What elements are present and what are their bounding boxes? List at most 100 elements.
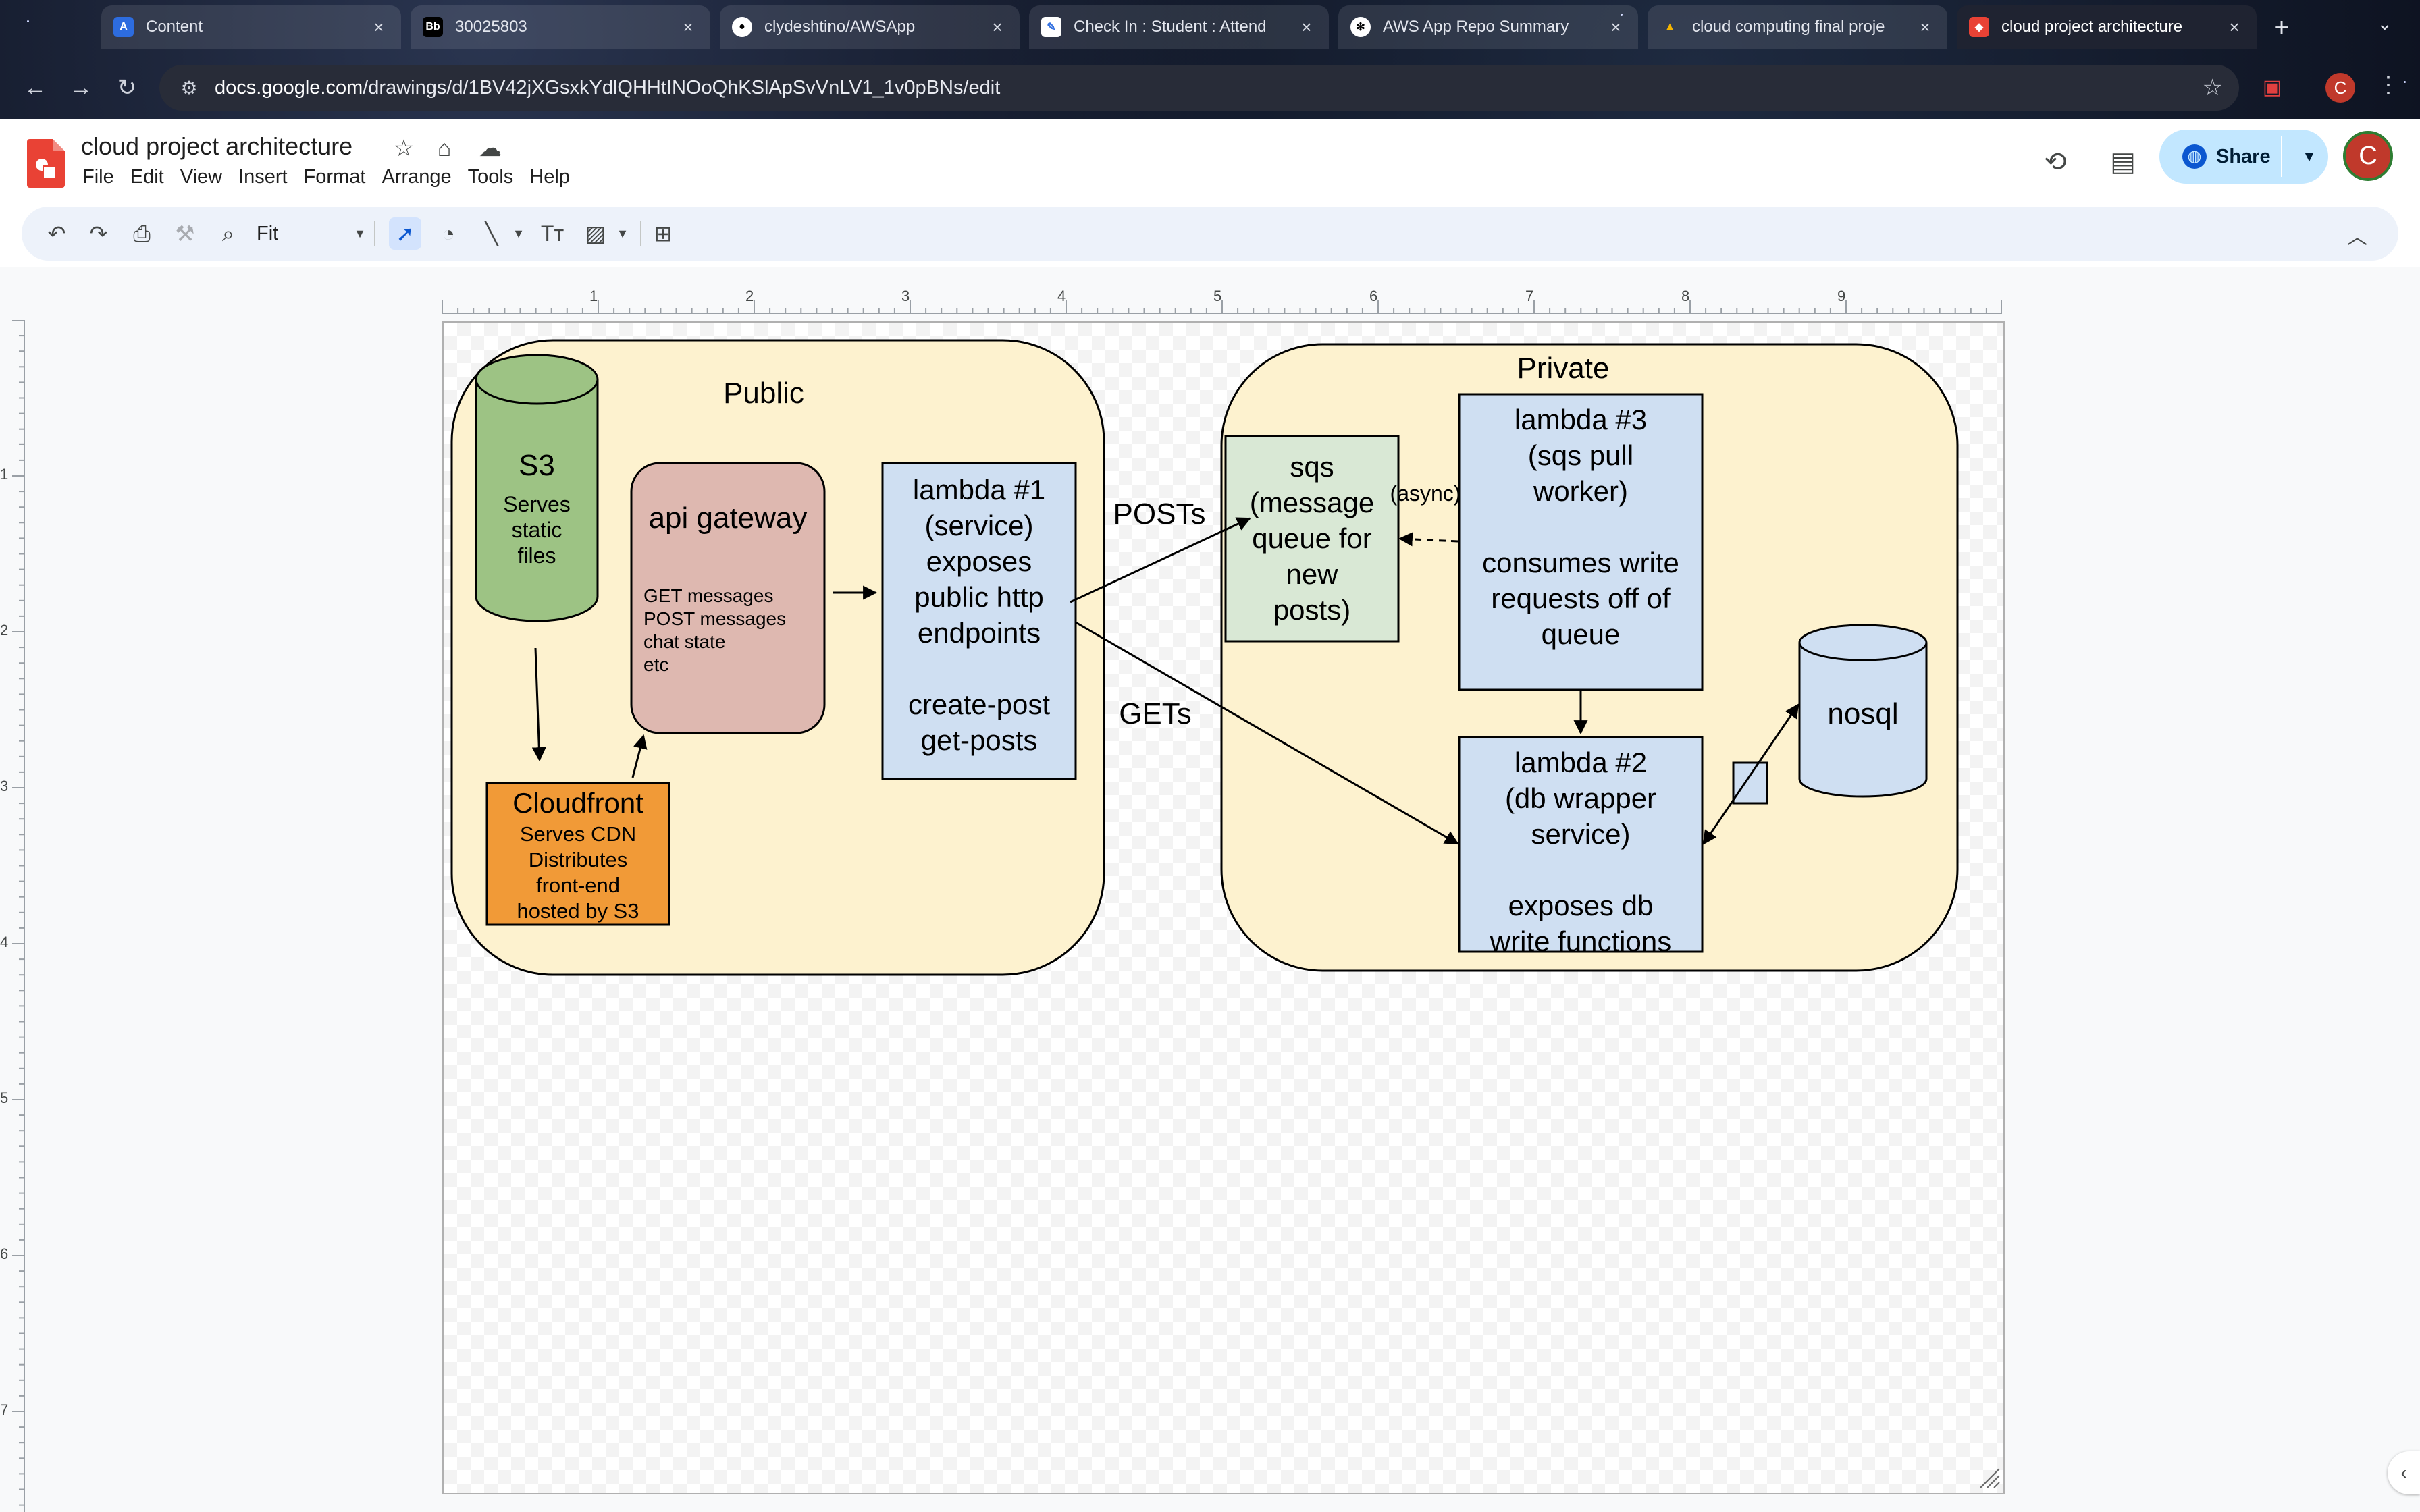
paint-format-icon[interactable]: ⚒ bbox=[175, 221, 195, 246]
shape-tool-icon[interactable]: ◔ bbox=[442, 221, 455, 246]
new-tab-button[interactable]: + bbox=[2273, 13, 2290, 43]
address-bar[interactable]: ⚙ docs.google.com/drawings/d/1BV42jXGsxk… bbox=[159, 65, 2239, 111]
s3-to-cloudfront-arrow[interactable] bbox=[531, 647, 546, 762]
google-drawings-logo[interactable] bbox=[27, 139, 65, 188]
browser-menu-icon[interactable]: ⋮ bbox=[2377, 72, 2400, 98]
add-comment-icon[interactable]: ⊞ bbox=[654, 221, 673, 246]
image-dropdown-icon[interactable]: ▼ bbox=[616, 227, 629, 240]
side-panel-toggle-icon[interactable]: ‹ bbox=[2388, 1451, 2420, 1494]
lambda1-to-sqs-arrow[interactable] bbox=[1070, 517, 1251, 603]
close-icon[interactable]: × bbox=[683, 16, 693, 37]
lambda2-nosql-arrow[interactable] bbox=[1702, 703, 1799, 845]
cloud-saved-icon[interactable]: ☁ bbox=[479, 136, 502, 161]
api-gateway-node[interactable]: api gateway GET messages POST messages c… bbox=[630, 462, 826, 734]
app-logo-icon: A bbox=[113, 17, 134, 37]
forward-icon[interactable]: → bbox=[70, 75, 93, 101]
share-dropdown-icon[interactable]: ▼ bbox=[2302, 148, 2317, 165]
text-box-icon[interactable]: Tт bbox=[540, 221, 564, 246]
blackboard-icon: Bb bbox=[423, 17, 443, 37]
s3-node[interactable]: S3 Serves static files bbox=[475, 354, 599, 622]
back-icon[interactable]: ← bbox=[24, 75, 47, 101]
menu-file[interactable]: File bbox=[82, 166, 114, 188]
zoom-select[interactable]: Fit▼ bbox=[257, 217, 371, 250]
print-icon[interactable]: ⎙ bbox=[133, 221, 151, 246]
line-dropdown-icon[interactable]: ▼ bbox=[512, 227, 525, 240]
zoom-icon[interactable]: ⌕ bbox=[222, 221, 234, 246]
nosql-node[interactable]: nosql bbox=[1798, 624, 1928, 798]
private-label: Private bbox=[1517, 352, 1610, 385]
menu-view[interactable]: View bbox=[180, 166, 223, 188]
tab-cloud-architecture[interactable]: ◆ cloud project architecture × bbox=[1957, 5, 2257, 49]
google-drive-icon: ▲ bbox=[1664, 21, 1675, 32]
globe-icon: ◍ bbox=[2182, 144, 2207, 169]
tab-blackboard[interactable]: Bb 30025803 × bbox=[411, 5, 710, 49]
cloudfront-node[interactable]: Cloudfront Serves CDN Distributes front-… bbox=[485, 782, 670, 926]
undo-icon[interactable]: ↶ bbox=[47, 221, 66, 246]
lambda3-line: queue bbox=[1542, 618, 1621, 650]
redo-icon[interactable]: ↷ bbox=[89, 221, 108, 246]
vertical-ruler[interactable]: 1 2 3 4 5 6 7 bbox=[0, 320, 27, 1512]
version-history-icon[interactable]: ⟲ bbox=[2044, 147, 2067, 177]
lambda1-line: get-posts bbox=[921, 724, 1038, 756]
nosql-title: nosql bbox=[1827, 697, 1898, 730]
ruler-number: 3 bbox=[0, 778, 9, 794]
document-title[interactable]: cloud project architecture bbox=[81, 132, 353, 160]
tab-check-in[interactable]: ✎ Check In : Student : Attend × bbox=[1029, 5, 1329, 49]
comments-icon[interactable]: ▤ bbox=[2110, 147, 2136, 177]
tab-search-icon[interactable]: ⌄ bbox=[2377, 13, 2393, 34]
image-icon[interactable]: ▨ bbox=[585, 221, 606, 246]
lambda2-line: service) bbox=[1531, 818, 1630, 850]
share-button[interactable]: ◍ Share ▼ bbox=[2159, 130, 2328, 184]
ruler-number: 6 bbox=[0, 1245, 9, 1262]
ruler-number: 4 bbox=[1057, 288, 1066, 304]
menu-help[interactable]: Help bbox=[529, 166, 570, 188]
close-icon[interactable]: × bbox=[992, 16, 1003, 37]
close-icon[interactable]: × bbox=[1301, 16, 1312, 37]
attendance-icon: ✎ bbox=[1041, 17, 1061, 37]
tab-drive[interactable]: ▲ cloud computing final proje × bbox=[1648, 5, 1947, 49]
menu-tools[interactable]: Tools bbox=[467, 166, 514, 188]
lambda3-line: consumes write bbox=[1482, 547, 1679, 578]
star-icon[interactable]: ☆ bbox=[393, 136, 415, 161]
lambda1-line: exposes bbox=[926, 545, 1032, 577]
collapse-toolbar-icon[interactable]: ︿ bbox=[2347, 226, 2367, 248]
cloudfront-to-api-arrow[interactable] bbox=[631, 734, 648, 778]
connector-square[interactable] bbox=[1732, 761, 1768, 805]
select-tool-icon[interactable]: ➚ bbox=[389, 217, 421, 250]
architecture-diagram[interactable]: Public Private S3 Serves static files Cl… bbox=[442, 321, 2002, 1492]
tab-content[interactable]: A Content × bbox=[101, 5, 401, 49]
move-to-folder-icon[interactable]: ⌂ bbox=[437, 136, 452, 161]
tab-aws-summary[interactable]: ✻ AWS App Repo Summary × bbox=[1338, 5, 1638, 49]
lambda1-to-lambda2-arrow[interactable] bbox=[1075, 621, 1459, 845]
menu-edit[interactable]: Edit bbox=[130, 166, 164, 188]
lambda3-node[interactable]: lambda #3 (sqs pull worker) consumes wri… bbox=[1458, 393, 1704, 691]
sqs-node[interactable]: sqs (message queue for new posts) bbox=[1224, 435, 1400, 643]
close-icon[interactable]: × bbox=[1920, 16, 1930, 37]
chevron-down-icon: ▼ bbox=[354, 227, 366, 240]
browser-profile-avatar[interactable]: C bbox=[2325, 73, 2355, 103]
close-icon[interactable]: × bbox=[1610, 16, 1621, 37]
tab-github[interactable]: ● clydeshtino/AWSApp × bbox=[720, 5, 1020, 49]
url-text[interactable]: docs.google.com/drawings/d/1BV42jXGsxkYd… bbox=[215, 76, 1001, 99]
bookmark-star-icon[interactable]: ☆ bbox=[2202, 75, 2223, 101]
api-gateway-line: chat state bbox=[643, 631, 725, 652]
horizontal-ruler[interactable]: 1 2 3 4 5 6 7 8 9 bbox=[442, 288, 2002, 315]
cloudfront-line: hosted by S3 bbox=[517, 899, 639, 923]
close-icon[interactable]: × bbox=[2229, 16, 2240, 37]
menu-insert[interactable]: Insert bbox=[238, 166, 288, 188]
browser-chrome: A Content × Bb 30025803 × ● clydeshtino/… bbox=[0, 0, 2420, 119]
account-avatar[interactable]: C bbox=[2343, 131, 2393, 181]
reload-icon[interactable]: ↻ bbox=[117, 75, 137, 101]
lambda2-node[interactable]: lambda #2 (db wrapper service) exposes d… bbox=[1458, 736, 1704, 957]
site-info-icon[interactable]: ⚙ bbox=[180, 77, 198, 99]
menu-format[interactable]: Format bbox=[303, 166, 366, 188]
close-icon[interactable]: × bbox=[373, 16, 384, 37]
resize-handle-icon[interactable] bbox=[1980, 1468, 2000, 1488]
omnibar: ← → ↻ ⚙ docs.google.com/drawings/d/1BV42… bbox=[0, 57, 2420, 119]
lambda1-node[interactable]: lambda #1 (service) exposes public http … bbox=[881, 462, 1077, 780]
line-tool-icon[interactable]: ╲ bbox=[485, 221, 498, 246]
menu-arrange[interactable]: Arrange bbox=[382, 166, 452, 188]
extension-icon[interactable]: ▣ bbox=[2262, 76, 2282, 99]
lambda3-to-sqs-arrow[interactable] bbox=[1398, 532, 1458, 547]
gets-edge-label: GETs bbox=[1119, 697, 1192, 730]
